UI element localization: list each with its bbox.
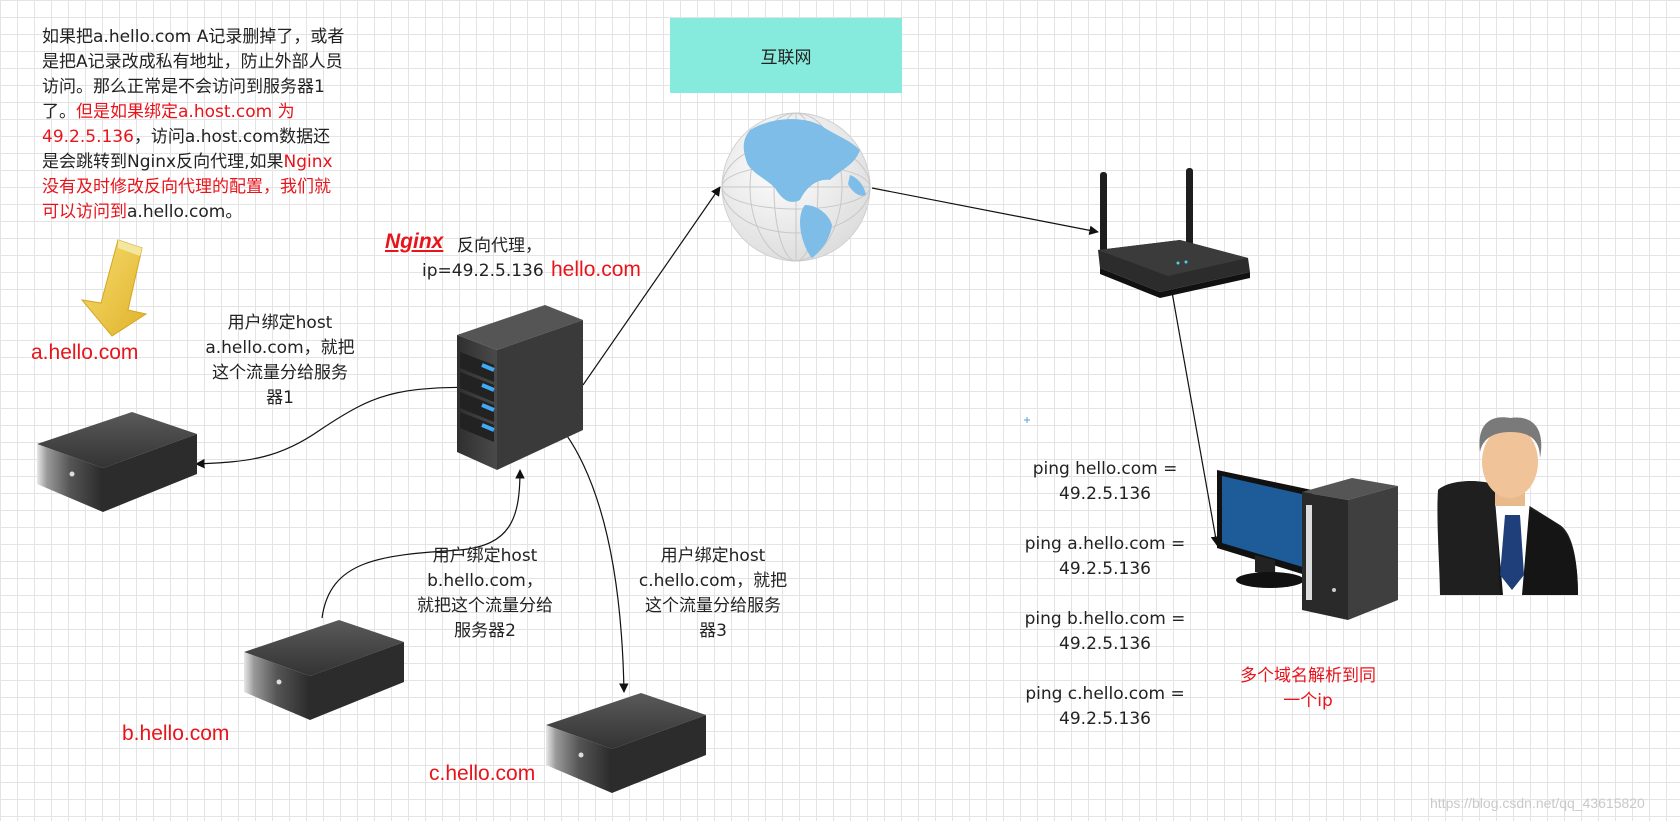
- note-text-3: ，访问a.host.com数据还是会跳转到Nginx反向代理,如果: [42, 127, 331, 172]
- ping-line: ping a.hello.com =: [1024, 534, 1186, 554]
- note-text-4: Nginx 没有及时修改反向代理的配置，我们就可以访问到: [42, 152, 333, 222]
- ping-hello: ping hello.com = 49.2.5.136: [1015, 457, 1195, 507]
- server1-note-line: 这个流量分给服务: [212, 363, 348, 383]
- user-avatar-icon: [1437, 417, 1578, 595]
- server2-note-line: 服务器2: [454, 621, 516, 641]
- watermark: https://blog.csdn.net/qq_43615820: [1430, 795, 1645, 811]
- server2-note-line: b.hello.com，: [427, 571, 543, 591]
- ping-line: ping hello.com =: [1032, 459, 1178, 479]
- nginx-title: Nginx: [385, 230, 444, 253]
- server3-domain-label: c.hello.com: [429, 762, 536, 785]
- ping-ip: 49.2.5.136: [1059, 484, 1151, 504]
- server1-note-line: a.hello.com，就把: [205, 338, 355, 358]
- nginx-desc-line1: 反向代理，: [457, 236, 542, 256]
- ping-b-hello: ping b.hello.com = 49.2.5.136: [1015, 607, 1195, 657]
- edge-nginx-globe: [582, 186, 721, 386]
- edge-server2-nginx: [321, 469, 525, 619]
- server3-note-line: 器3: [699, 621, 727, 641]
- explanation-note: 如果把a.hello.com A记录删掉了，或者是把A记录改成私有地址，防止外部…: [42, 25, 347, 225]
- server3-note: 用户绑定host c.hello.com，就把 这个流量分给服务 器3: [628, 544, 798, 644]
- rack-server-icon: [37, 412, 197, 512]
- multi-note-line: 多个域名解析到同: [1240, 666, 1376, 686]
- globe-icon: [721, 112, 871, 262]
- ping-ip: 49.2.5.136: [1059, 559, 1151, 579]
- note-text-6: 。: [225, 202, 243, 222]
- desktop-computer-icon: [1217, 470, 1398, 620]
- server2-domain-label: b.hello.com: [122, 722, 230, 745]
- server3-note-line: 用户绑定host: [660, 546, 766, 566]
- ping-c-hello: ping c.hello.com = 49.2.5.136: [1015, 682, 1195, 732]
- note-text-1: 如果把a.hello.com A记录删掉了，或者是把A记录改成私有地址，防止外部…: [42, 27, 345, 122]
- ping-ip: 49.2.5.136: [1059, 709, 1151, 729]
- edge-router-computer: [1171, 291, 1221, 546]
- server3-note-line: c.hello.com，就把: [638, 571, 788, 591]
- edge-nginx-server1: [195, 386, 516, 469]
- ping-line: ping c.hello.com =: [1025, 684, 1185, 704]
- note-text-2: 但是如果绑定a.host.com 为 49.2.5.136: [42, 102, 295, 147]
- yellow-arrow-icon: [80, 239, 148, 337]
- server-tower-icon: [457, 305, 583, 470]
- server1-note-line: 器1: [266, 388, 294, 408]
- note-text-5: a.hello.com: [127, 202, 226, 222]
- internet-box: 互联网: [670, 18, 902, 93]
- multi-note-line: 一个ip: [1283, 691, 1333, 711]
- crosshair-icon: [1024, 417, 1030, 423]
- server1-note-line: 用户绑定host: [227, 313, 333, 333]
- server1-domain-label: a.hello.com: [31, 341, 139, 364]
- multi-domain-note: 多个域名解析到同 一个ip: [1228, 664, 1388, 714]
- rack-server-icon: [546, 693, 706, 793]
- ping-a-hello: ping a.hello.com = 49.2.5.136: [1015, 532, 1195, 582]
- ping-ip: 49.2.5.136: [1059, 634, 1151, 654]
- nginx-domain-label: hello.com: [551, 258, 641, 281]
- edge-globe-router: [871, 187, 1099, 236]
- server3-note-line: 这个流量分给服务: [645, 596, 781, 616]
- server2-note-line: 用户绑定host: [432, 546, 538, 566]
- rack-server-icon: [244, 620, 404, 720]
- server1-note: 用户绑定host a.hello.com，就把 这个流量分给服务 器1: [195, 311, 365, 411]
- router-icon: [1098, 168, 1250, 298]
- ping-line: ping b.hello.com =: [1024, 609, 1186, 629]
- server2-note: 用户绑定host b.hello.com， 就把这个流量分给 服务器2: [400, 544, 570, 644]
- nginx-desc-line2: ip=49.2.5.136: [422, 261, 544, 281]
- server2-note-line: 就把这个流量分给: [417, 596, 553, 616]
- internet-label: 互联网: [760, 48, 812, 68]
